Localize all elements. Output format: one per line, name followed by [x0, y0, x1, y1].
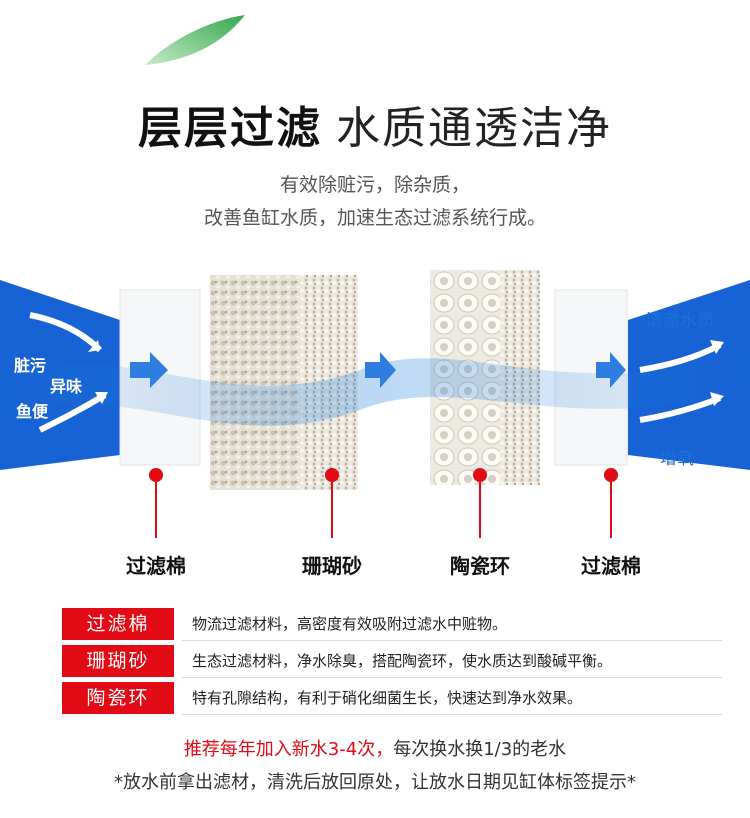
flow-arrow-3: [596, 352, 626, 388]
page-title: 层层过滤水质通透洁净: [0, 92, 750, 156]
marker-stem-4: [610, 480, 612, 538]
detail-row-filter-cotton: 过滤棉 物流过滤材料，高密度有效吸附过滤水中赃物。: [62, 608, 722, 641]
outlet-label-clear-water: 清澈水质: [646, 311, 714, 331]
caption-ceramic-ring: 陶瓷环: [450, 554, 510, 578]
maintenance-note: *放水前拿出滤材，清洗后放回原处，让放水日期见缸体标签提示*: [114, 772, 636, 793]
detail-tag: 珊瑚砂: [62, 645, 174, 677]
outlet-label-oxygen: 增氧: [660, 449, 694, 469]
gravel-block: [210, 275, 300, 490]
detail-text: 物流过滤材料，高密度有效吸附过滤水中赃物。: [182, 608, 722, 641]
detail-tag: 陶瓷环: [62, 682, 174, 714]
marker-stem-2: [331, 480, 333, 538]
marker-pin-4: [604, 468, 618, 482]
detail-text: 生态过滤材料，净水除臭，搭配陶瓷环，使水质达到酸碱平衡。: [182, 645, 722, 678]
marker-pin-1: [149, 468, 163, 482]
marker-stem-1: [155, 480, 157, 538]
marker-stem-3: [479, 480, 481, 538]
inlet-label-odor: 异味: [50, 377, 83, 396]
caption-filter-cotton-2: 过滤棉: [581, 554, 641, 578]
detail-tag: 过滤棉: [62, 608, 174, 640]
caption-filter-cotton: 过滤棉: [126, 554, 186, 578]
leaf-decoration: [145, 15, 245, 65]
title-normal: 水质通透洁净: [336, 103, 612, 154]
title-bold: 层层过滤: [138, 103, 322, 154]
water-change-tip: 推荐每年加入新水3-4次，每次换水换1/3的老水: [0, 735, 750, 761]
inlet-label-dirt: 脏污: [14, 356, 47, 375]
tip-red-text: 推荐每年加入新水3-4次，: [183, 739, 394, 760]
detail-text: 特有孔隙结构，有利于硝化细菌生长，快速达到净水效果。: [182, 682, 722, 715]
flow-arrow-1: [130, 352, 168, 388]
marker-pin-3: [473, 468, 487, 482]
detail-row-coral-sand: 珊瑚砂 生态过滤材料，净水除臭，搭配陶瓷环，使水质达到酸碱平衡。: [62, 645, 722, 678]
water-flow-wave: [0, 350, 750, 426]
flow-arrow-2: [365, 352, 396, 388]
caption-coral-sand: 珊瑚砂: [302, 554, 362, 578]
tip-dark-text: 每次换水换1/3的老水: [393, 739, 567, 760]
inlet-label-fish-waste: 鱼便: [16, 402, 49, 421]
subtitle-line-2: 改善鱼缸水质，加速生态过滤系统行成。: [203, 207, 546, 229]
detail-row-ceramic-ring: 陶瓷环 特有孔隙结构，有利于硝化细菌生长，快速达到净水效果。: [62, 682, 722, 715]
filtration-illustration: [0, 270, 750, 490]
marker-pin-2: [325, 468, 339, 482]
subtitle-line-1: 有效除赃污，除杂质，: [279, 174, 470, 196]
